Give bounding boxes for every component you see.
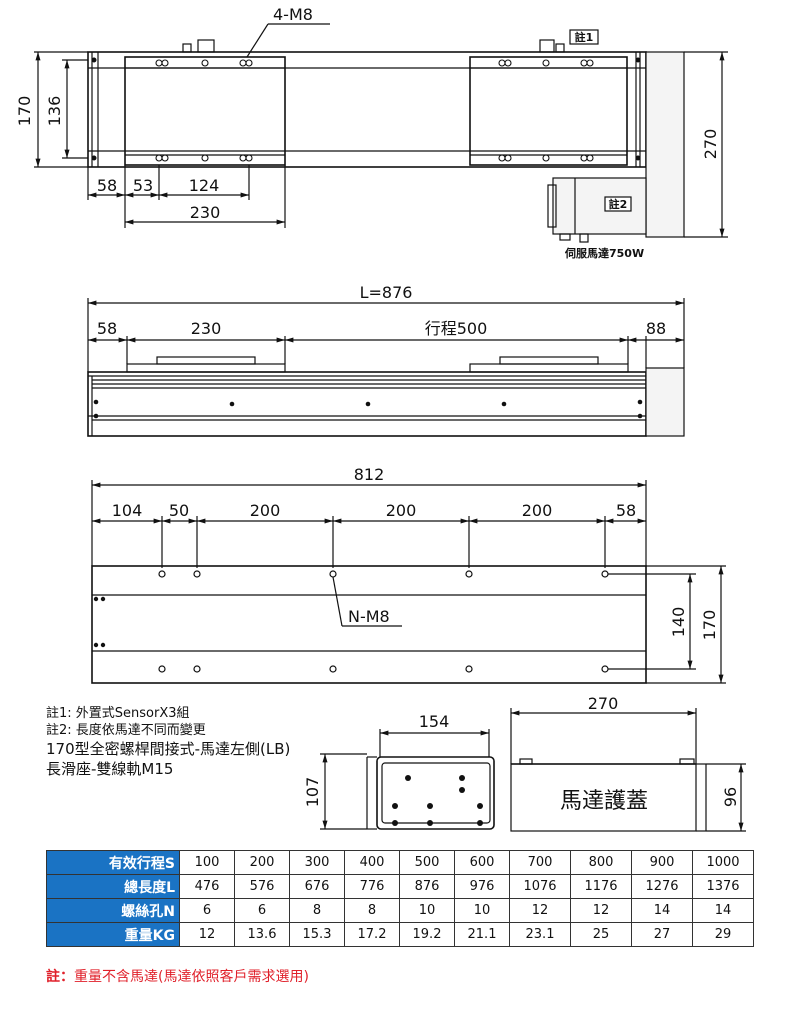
bottom-dim-58: 58	[616, 501, 636, 520]
table-cell: 10	[399, 898, 455, 923]
row-header: 總長度L	[46, 874, 180, 899]
table-cell: 19.2	[399, 922, 455, 947]
table-cell: 23.1	[509, 922, 571, 947]
bottom-dim-200-b: 200	[386, 501, 417, 520]
model-description: 170型全密螺桿間接式-馬達左側(LB)	[46, 740, 291, 758]
bottom-dim-50: 50	[169, 501, 189, 520]
table-cell: 6	[234, 898, 290, 923]
top-view	[34, 23, 728, 243]
top-dim-58: 58	[97, 176, 117, 195]
row-header: 螺絲孔N	[46, 898, 180, 923]
table-cell: 876	[399, 874, 455, 899]
table-cell: 12	[570, 898, 632, 923]
note2-tag: 註2	[609, 197, 628, 211]
footnote: 註：重量不含馬達(馬達依照客戶需求選用)	[46, 966, 309, 986]
note-2: 註2: 長度依馬達不同而變更	[46, 723, 206, 738]
top-dim-53: 53	[133, 176, 153, 195]
table-cell: 1000	[692, 850, 754, 875]
bottom-total: 812	[354, 465, 385, 484]
footnote-text: 重量不含馬達(馬達依照客戶需求選用)	[74, 969, 309, 985]
notes-block: 註1: 外置式SensorX3組 註2: 長度依馬達不同而變更 170型全密螺桿…	[46, 705, 290, 779]
table-cell: 8	[344, 898, 400, 923]
note1-tag: 註1	[575, 30, 594, 44]
cover-dim-270: 270	[588, 694, 619, 713]
table-cell: 25	[570, 922, 632, 947]
table-cell: 476	[179, 874, 235, 899]
bottom-dim-170: 170	[700, 610, 719, 641]
table-cell: 800	[570, 850, 632, 875]
top-dim-270: 270	[701, 129, 720, 160]
technical-drawing: 4-M8 170 136 270 58 53 124 230 註1 註2 伺服馬…	[15, 5, 728, 684]
end-dim-154: 154	[419, 712, 450, 731]
side-dim-stroke: 行程500	[425, 319, 488, 338]
table-cell: 29	[692, 922, 754, 947]
table-cell: 1276	[631, 874, 693, 899]
side-view	[87, 298, 685, 437]
table-cell: 12	[179, 922, 235, 947]
top-dim-124: 124	[189, 176, 220, 195]
note-1: 註1: 外置式SensorX3組	[46, 706, 190, 721]
table-cell: 776	[344, 874, 400, 899]
table-cell: 10	[454, 898, 510, 923]
table-cell: 1376	[692, 874, 754, 899]
table-cell: 600	[454, 850, 510, 875]
top-dim-136: 136	[45, 96, 64, 127]
table-cell: 976	[454, 874, 510, 899]
side-dim-230: 230	[191, 319, 222, 338]
table-cell: 100	[179, 850, 235, 875]
bottom-dim-140: 140	[669, 607, 688, 638]
table-cell: 27	[631, 922, 693, 947]
side-dim-58: 58	[97, 319, 117, 338]
row-header: 重量KG	[46, 922, 180, 947]
bottom-bolt-label: N-M8	[348, 607, 390, 626]
side-total-length: L=876	[360, 283, 413, 302]
bottom-dim-200-a: 200	[250, 501, 281, 520]
table-cell: 200	[234, 850, 290, 875]
row-header: 有效行程S	[46, 850, 180, 875]
footnote-prefix: 註：	[46, 969, 74, 985]
end-view	[320, 729, 495, 830]
table-cell: 900	[631, 850, 693, 875]
bottom-view	[91, 480, 726, 684]
top-dim-170: 170	[15, 96, 34, 127]
top-bolt-label: 4-M8	[273, 5, 313, 24]
table-cell: 300	[289, 850, 345, 875]
motor-label: 伺服馬達750W	[564, 246, 644, 260]
table-cell: 8	[289, 898, 345, 923]
table-cell: 6	[179, 898, 235, 923]
table-cell: 700	[509, 850, 571, 875]
table-cell: 1176	[570, 874, 632, 899]
table-cell: 400	[344, 850, 400, 875]
table-cell: 500	[399, 850, 455, 875]
table-cell: 1076	[509, 874, 571, 899]
table-cell: 14	[692, 898, 754, 923]
slider-description: 長滑座-雙線軌M15	[46, 760, 174, 778]
end-dim-107: 107	[303, 777, 322, 808]
bottom-dim-200-c: 200	[522, 501, 553, 520]
table-cell: 14	[631, 898, 693, 923]
table-cell: 676	[289, 874, 345, 899]
bottom-dim-104: 104	[112, 501, 143, 520]
side-dim-88: 88	[646, 319, 666, 338]
table-cell: 12	[509, 898, 571, 923]
cover-dim-96: 96	[721, 787, 740, 807]
end-and-cover-views: 154 107 270 96 馬達護蓋	[303, 694, 746, 832]
table-cell: 13.6	[234, 922, 290, 947]
table-cell: 576	[234, 874, 290, 899]
table-cell: 17.2	[344, 922, 400, 947]
top-dim-230: 230	[190, 203, 221, 222]
table-cell: 21.1	[454, 922, 510, 947]
cover-view	[510, 708, 746, 832]
cover-label: 馬達護蓋	[560, 789, 648, 814]
table-cell: 15.3	[289, 922, 345, 947]
